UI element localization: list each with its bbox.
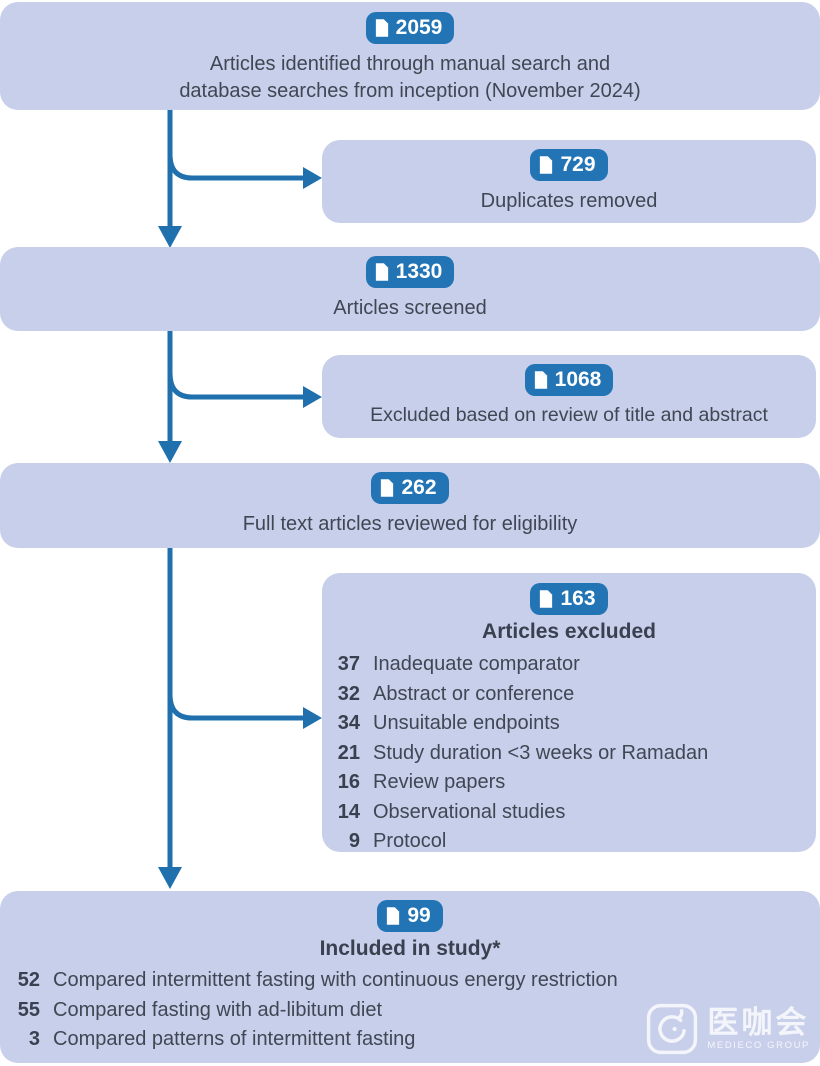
document-icon [534,370,547,389]
flow-box-fulltext: 262 Full text articles reviewed for elig… [0,463,820,548]
list-item: 3 Compared patterns of intermittent fast… [2,1025,820,1055]
flow-box-excluded-title-abstract: 1068 Excluded based on review of title a… [322,355,816,438]
box-text: Articles screened [333,297,487,320]
count-badge-excluded-title-abstract: 1068 [524,364,614,397]
arrowheads-2 [158,386,322,463]
count-badge-duplicates: 729 [530,149,608,182]
box-text: Excluded based on review of title and ab… [370,404,768,427]
item-count: 3 [28,1028,40,1051]
flow-box-included: 99 Included in study* 52 Compared interm… [0,891,820,1063]
box-text: database searches from inception (Novemb… [179,80,641,103]
item-count: 21 [337,741,360,764]
list-item: 16 Review papers [330,768,812,798]
arrow-screened-to-fulltext [167,331,303,443]
included-study-list: 52 Compared intermittent fasting with co… [0,966,820,1055]
item-label: Study duration <3 weeks or Ramadan [373,741,709,764]
item-count: 32 [337,682,360,705]
list-item: 14 Observational studies [330,798,812,828]
arrow-identified-to-screened [167,110,303,228]
count-value: 729 [560,153,596,176]
list-item: 9 Protocol [330,827,812,857]
flow-box-duplicates: 729 Duplicates removed [322,140,816,223]
document-icon [387,906,400,925]
item-label: Observational studies [373,800,566,823]
item-label: Compared intermittent fasting with conti… [53,969,618,992]
item-count: 14 [337,800,360,823]
count-value: 1330 [395,260,443,283]
document-icon [381,478,394,497]
arrowheads-3 [158,707,322,889]
item-label: Review papers [373,771,506,794]
flow-box-articles-excluded: 163 Articles excluded 37 Inadequate comp… [322,573,816,852]
item-label: Abstract or conference [373,682,575,705]
count-badge-articles-excluded: 163 [530,583,608,616]
count-value: 262 [401,476,437,499]
box-title: Articles excluded [482,620,656,644]
count-badge-included: 99 [377,900,443,933]
list-item: 34 Unsuitable endpoints [330,709,812,739]
document-icon [540,589,553,608]
count-badge-fulltext: 262 [371,472,449,505]
item-label: Inadequate comparator [373,653,580,676]
item-count: 9 [348,830,360,853]
list-item: 55 Compared fasting with ad-libitum diet [2,996,820,1026]
flow-box-identified: 2059 Articles identified through manual … [0,2,820,110]
count-value: 1068 [554,368,602,391]
arrowheads-1 [158,167,322,248]
item-label: Compared patterns of intermittent fastin… [53,1028,416,1051]
list-item: 52 Compared intermittent fasting with co… [2,966,820,996]
count-value: 2059 [395,16,443,39]
document-icon [540,155,553,174]
item-label: Protocol [373,830,447,853]
exclusion-reason-list: 37 Inadequate comparator 32 Abstract or … [322,650,816,857]
box-title: Included in study* [319,937,501,961]
box-text: Full text articles reviewed for eligibil… [242,513,578,536]
document-icon [375,18,388,37]
list-item: 37 Inadequate comparator [330,650,812,680]
item-label: Unsuitable endpoints [373,712,560,735]
count-badge-identified: 2059 [365,12,455,45]
count-value: 99 [407,904,431,927]
box-text: Articles identified through manual searc… [209,53,611,76]
box-text: Duplicates removed [480,190,658,213]
item-label: Compared fasting with ad-libitum diet [53,998,383,1021]
document-icon [375,262,388,281]
flow-box-screened: 1330 Articles screened [0,247,820,331]
count-value: 163 [560,587,596,610]
list-item: 32 Abstract or conference [330,680,812,710]
item-count: 34 [337,712,360,735]
count-badge-screened: 1330 [365,256,455,289]
list-item: 21 Study duration <3 weeks or Ramadan [330,739,812,769]
item-count: 52 [17,969,40,992]
arrow-fulltext-to-included [167,548,303,869]
item-count: 37 [337,653,360,676]
item-count: 16 [337,771,360,794]
item-count: 55 [17,998,40,1021]
